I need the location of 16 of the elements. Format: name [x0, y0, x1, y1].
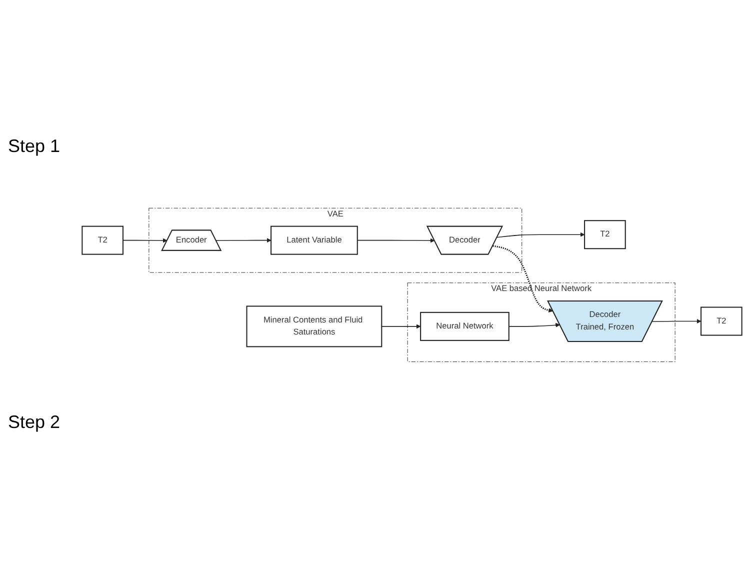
node-box: Latent Variable	[270, 225, 358, 254]
arrow	[381, 324, 421, 328]
arrow	[652, 318, 702, 324]
node-box: Mineral Contents and Fluid Saturations	[246, 305, 382, 347]
arrow	[357, 238, 435, 242]
node-box: T2	[82, 225, 124, 254]
arrow	[122, 238, 168, 242]
step-label: Step 1	[8, 136, 62, 157]
node-box: Neural Network	[420, 311, 510, 341]
step-label: Step 2	[8, 412, 62, 434]
node-box: T2	[584, 220, 626, 249]
node-box: T2	[700, 306, 742, 336]
arrow	[496, 232, 585, 238]
arrow	[216, 238, 272, 242]
arrow	[492, 244, 554, 312]
arrow	[508, 322, 560, 327]
